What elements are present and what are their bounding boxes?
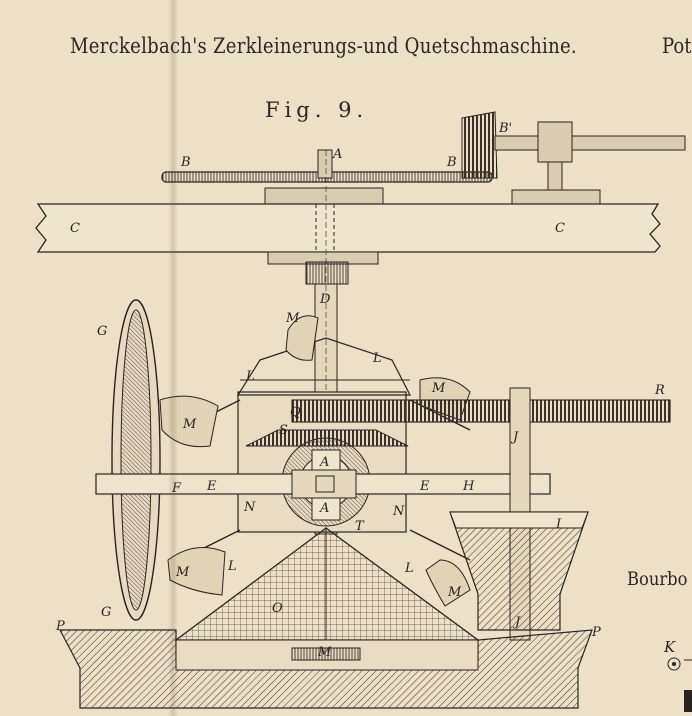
label-M-1: M [285,311,300,326]
top-drive-gear [161,111,686,205]
side-letter: K [664,638,676,656]
label-M-5: M [447,585,462,600]
label-N-left: N [243,500,256,515]
plate-title-next: Pot [662,34,692,58]
label-O: O [272,601,283,616]
label-B-prime: B' [498,121,512,136]
label-M-4: M [175,565,190,580]
side-caption: Bourbo [627,568,688,590]
label-I: I [555,517,562,532]
label-L-2: L [372,351,382,366]
label-M-3: M [182,417,197,432]
label-S: S [279,423,288,438]
label-P-left: P [55,619,65,634]
label-N-right: N [392,504,405,519]
crossbar-E-H [95,469,551,499]
label-A-lower: A [319,501,329,516]
page-fold-shadow [168,0,178,716]
part-labels: A B B B' C C D G G M M M M M M L L L L Q… [55,121,665,660]
label-D: D [319,292,331,307]
rack-R [291,399,671,423]
beam-C [35,203,661,253]
label-L-1: L [245,369,255,384]
label-A-top: A [332,147,342,162]
label-P-right: P [591,625,601,640]
label-T: T [355,519,365,534]
figure-label: Fig. 9. [265,98,369,122]
label-G-bottom: G [101,605,111,620]
label-F: F [171,481,182,496]
label-J-bottom: J [512,615,521,630]
label-A-center: A [319,455,329,470]
label-H: H [462,479,475,494]
hopper-I [449,511,589,631]
plate-title: Merckelbach's Zerkleinerungs-und Quetsch… [70,34,577,58]
label-E-right: E [419,479,430,494]
label-J-top: J [510,430,519,445]
label-C-right: C [555,221,565,236]
edge-fragment [667,657,692,712]
label-G-top: G [97,324,107,339]
flywheel-G [111,299,161,621]
machine-frame [159,315,471,607]
label-M-6: M [317,645,332,660]
label-B-left: B [180,155,191,170]
label-E-left: E [206,479,217,494]
base-plate-P [59,629,593,709]
label-L-3: L [227,559,237,574]
bevel-gear-S [245,429,409,447]
label-M-2: M [431,381,446,396]
label-R: R [654,383,665,398]
label-L-4: L [404,561,414,576]
label-B-right: B [446,155,457,170]
label-C-left: C [70,221,80,236]
label-Q: Q [290,405,301,420]
